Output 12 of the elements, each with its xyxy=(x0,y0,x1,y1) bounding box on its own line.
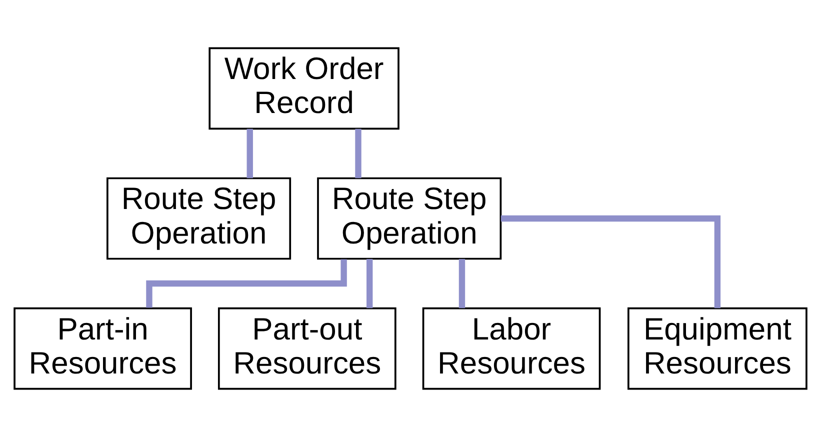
node-box: Equipment Resources xyxy=(627,307,808,390)
connector xyxy=(246,128,253,178)
node-box: Part-in Resources xyxy=(14,307,192,390)
node-box: Part-out Resources xyxy=(218,307,396,390)
node-box: Route Step Operation xyxy=(106,177,292,260)
node-box: Labor Resources xyxy=(422,307,601,390)
connector xyxy=(366,258,373,308)
connector xyxy=(500,215,721,308)
node-box: Work Order Record xyxy=(208,47,400,130)
node-box: Route Step Operation xyxy=(317,177,502,260)
connector xyxy=(458,258,466,308)
connector xyxy=(355,128,362,178)
